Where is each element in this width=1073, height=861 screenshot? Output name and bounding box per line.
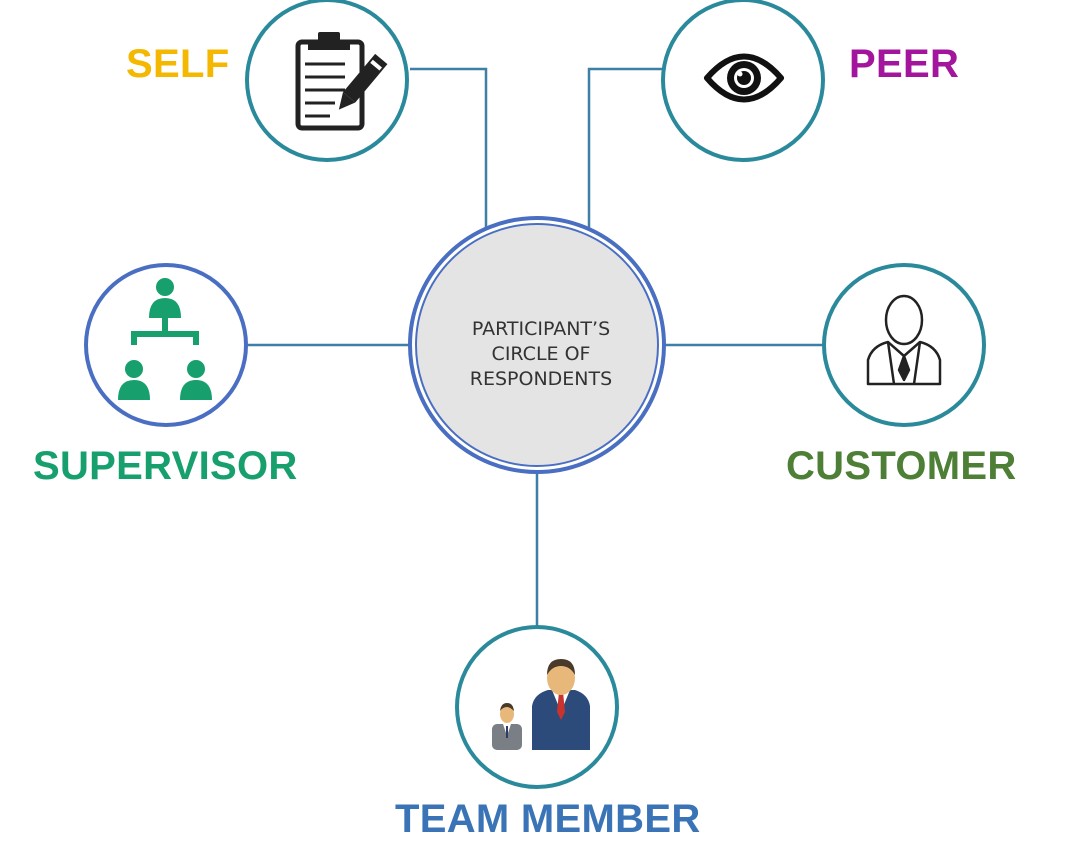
customer-node (822, 263, 986, 427)
center-line-2: CIRCLE OF (492, 343, 591, 365)
peer-node (661, 0, 825, 162)
connector-peer (587, 67, 664, 230)
supervisor-label: SUPERVISOR (33, 444, 298, 488)
peer-label: PEER (849, 42, 959, 86)
center-line-1: PARTICIPANT’S (472, 318, 610, 340)
customer-label: CUSTOMER (786, 444, 1017, 488)
supervisor-node (84, 263, 248, 427)
center-node: PARTICIPANT’S CIRCLE OF RESPONDENTS (408, 216, 666, 474)
self-label: SELF (126, 42, 229, 86)
clipboard-pencil-icon (295, 32, 388, 131)
businessman-icon (866, 294, 942, 386)
eye-icon (704, 53, 784, 103)
center-line-3: RESPONDENTS (470, 368, 612, 390)
self-node (245, 0, 409, 162)
team-people-icon (492, 659, 590, 750)
team-member-node (455, 625, 619, 789)
team-member-label: TEAM MEMBER (395, 797, 701, 841)
connector-self (410, 67, 488, 232)
org-chart-icon (118, 278, 212, 400)
connectors (247, 67, 823, 630)
